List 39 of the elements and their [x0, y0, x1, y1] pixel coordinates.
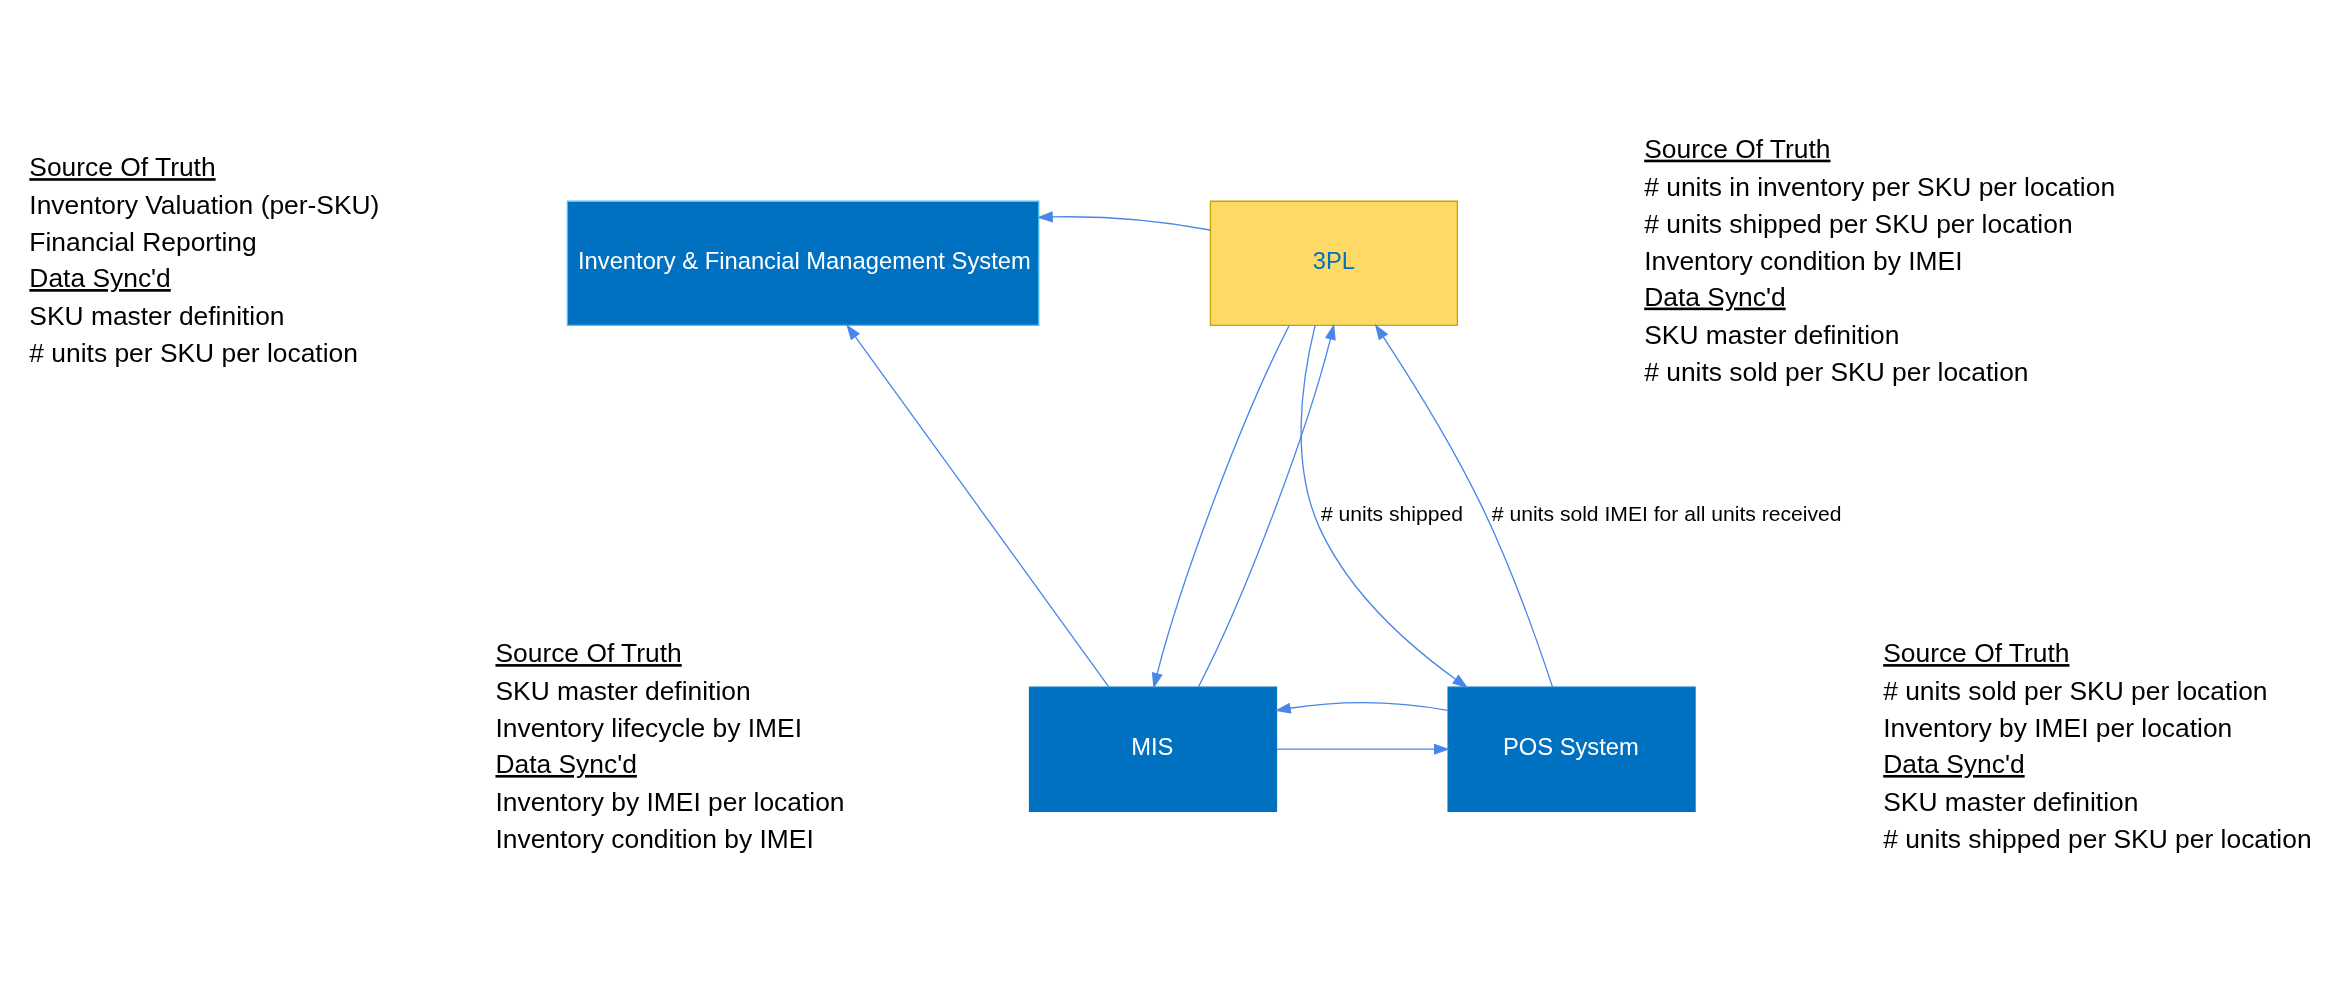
- arrow: [1151, 324, 1290, 689]
- node-label: Data Sync'd: [1883, 748, 2025, 779]
- node-label: Data Sync'd: [1644, 281, 1786, 312]
- edge-label: # units sold IMEI for all units received: [1491, 501, 1842, 524]
- node-label: SKU master definition: [1883, 786, 2139, 817]
- node-label: # units in inventory per SKU per location: [1644, 171, 2116, 202]
- node-label: Inventory by IMEI per location: [1883, 712, 2233, 743]
- node-label: # units sold per SKU per location: [1644, 356, 2029, 387]
- arrow: [1374, 323, 1554, 687]
- node-label: Data Sync'd: [29, 262, 171, 293]
- node-box: 3PL: [1209, 200, 1458, 326]
- arrow: [1300, 324, 1469, 688]
- node-label: Inventory Valuation (per-SKU): [29, 189, 380, 220]
- node-label: # units shipped per SKU per location: [1644, 208, 2073, 239]
- node-label: Source Of Truth: [29, 151, 216, 182]
- node-label: Inventory by IMEI per location: [495, 786, 845, 817]
- node-label: SKU master definition: [495, 675, 751, 706]
- node-label: Financial Reporting: [29, 226, 257, 257]
- node-label: Inventory lifecycle by IMEI: [495, 712, 802, 743]
- arrow: [1276, 743, 1450, 755]
- node-label: Inventory condition by IMEI: [1644, 245, 1963, 276]
- node-label: Source Of Truth: [1644, 133, 1831, 164]
- node-label: Inventory condition by IMEI: [495, 823, 814, 854]
- node-label: # units per SKU per location: [29, 337, 358, 368]
- arrow: [1036, 210, 1211, 231]
- node-label: Source Of Truth: [1883, 637, 2070, 668]
- arrow: [846, 323, 1110, 687]
- node-label: Source Of Truth: [495, 637, 682, 668]
- node-box: Inventory & Financial Management System: [566, 200, 1040, 326]
- node-label: SKU master definition: [29, 300, 285, 331]
- node-box: MIS: [1028, 686, 1278, 812]
- node-label: Data Sync'd: [495, 748, 637, 779]
- edge-label: # units shipped: [1320, 501, 1464, 524]
- node-label: SKU master definition: [1644, 319, 1900, 350]
- node-label: # units shipped per SKU per location: [1883, 823, 2312, 854]
- node-label: # units sold per SKU per location: [1883, 675, 2268, 706]
- node-box: POS System: [1447, 686, 1696, 812]
- arrow: [1197, 323, 1336, 687]
- arrow: [1274, 701, 1449, 714]
